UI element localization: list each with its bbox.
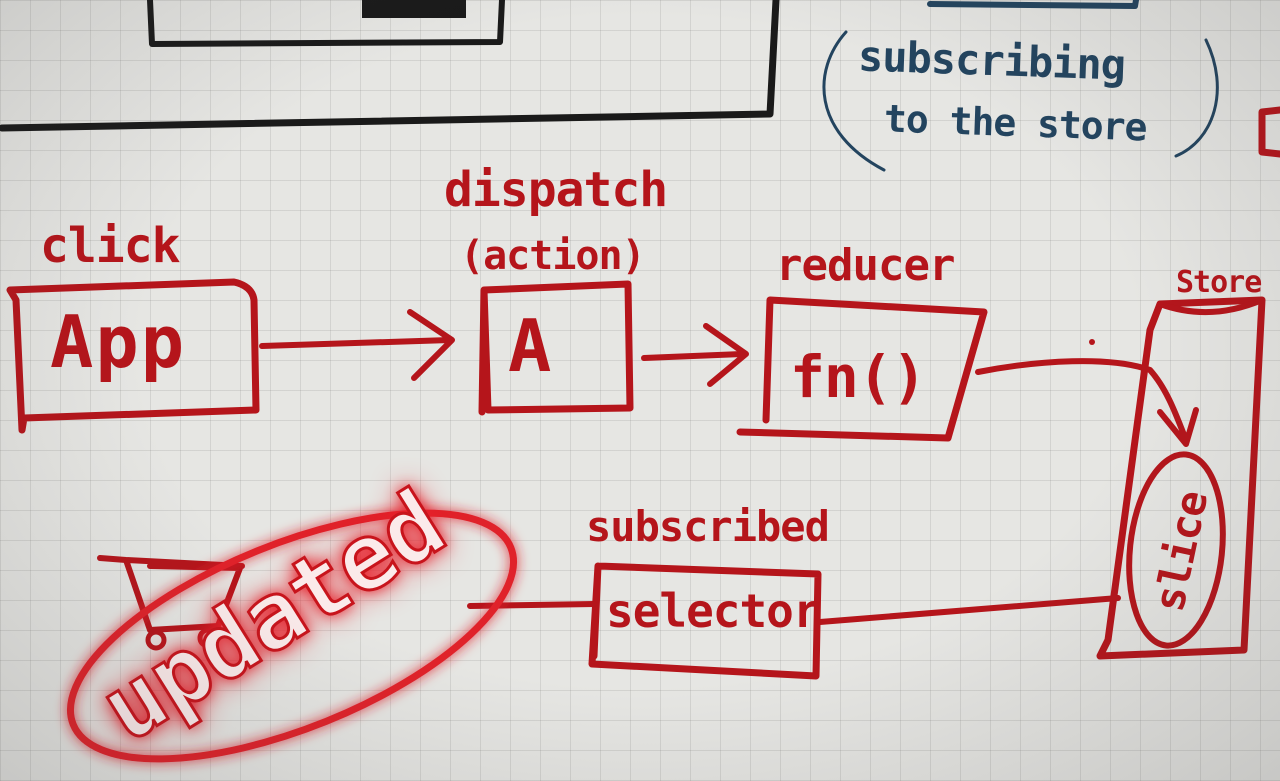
cart-wheel-right: [197, 627, 219, 649]
action-label: (action): [460, 233, 646, 279]
connector-store-to-selector: [817, 595, 1121, 625]
store-label: Store: [1176, 265, 1262, 300]
note-left-paren: [822, 30, 886, 172]
dispatch-label: dispatch: [444, 162, 668, 218]
arrow-app-to-action: [259, 309, 455, 381]
top-blue-frame: [927, 0, 1139, 9]
top-inner-thumbnail: [362, 0, 466, 18]
app-box-text: App: [50, 300, 187, 384]
selector-box: [588, 562, 822, 680]
arrow-action-to-reducer: [641, 323, 749, 387]
app-box: [6, 278, 260, 434]
connector-selector-to-updated: [467, 601, 597, 609]
action-box-text: A: [508, 304, 551, 388]
connector-reducer-to-store: [975, 358, 1199, 447]
click-label: click: [40, 218, 180, 274]
ink-dot: [1089, 339, 1095, 345]
top-inner-frame: [147, 0, 505, 47]
reducer-fn-text: fn(): [790, 343, 927, 411]
cart-wheel-left: [145, 629, 167, 651]
top-outer-frame: [0, 0, 780, 132]
note-line-1: subscribing: [857, 31, 1126, 90]
right-edge-frame: [1258, 106, 1280, 158]
note-line-2: to the store: [883, 96, 1148, 150]
reducer-label: reducer: [776, 240, 955, 291]
store-top-edge: [1157, 297, 1265, 316]
action-box: [478, 280, 634, 416]
selector-box-text: selector: [606, 584, 821, 638]
updated-highlight: [66, 509, 518, 763]
slice-ellipse: [1126, 451, 1226, 649]
note-right-paren: [1174, 38, 1219, 158]
reducer-box: [736, 296, 988, 442]
subscribed-label: subscribed: [586, 502, 830, 551]
